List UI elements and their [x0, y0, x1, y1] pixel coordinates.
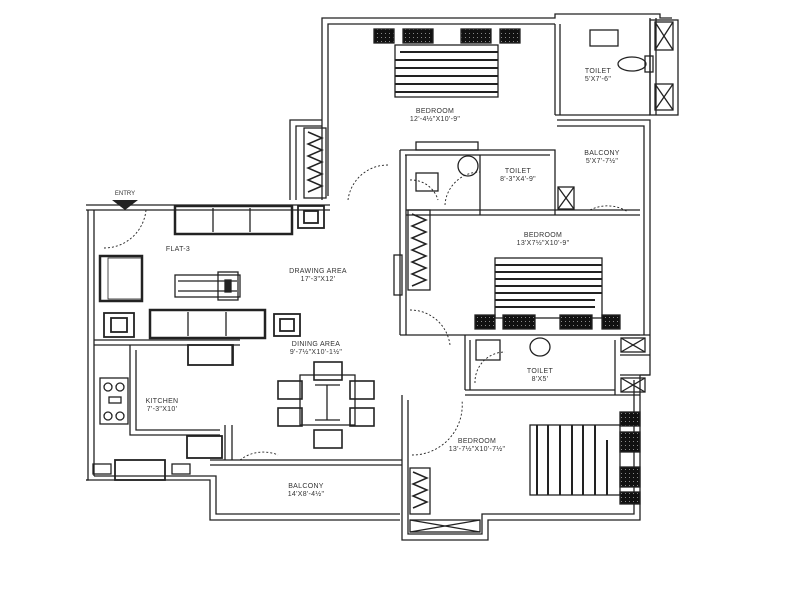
room-dims: 9'-7½"X10'-1½" — [289, 349, 343, 356]
room-name: BALCONY — [288, 483, 324, 490]
room-toilet-1: TOILET 5'X7'-6" — [585, 68, 611, 84]
room-name: DRAWING AREA — [289, 268, 347, 275]
room-name: DINING AREA — [291, 341, 341, 348]
sofa-bottom — [148, 308, 267, 340]
room-dims: 8'-3"X4'-9" — [500, 176, 536, 183]
room-name: BEDROOM — [415, 108, 455, 115]
room-bedroom-3: BEDROOM 13'-7½"X10'-7½" — [449, 438, 506, 454]
room-toilet-3: TOILET 8'X5' — [527, 368, 553, 384]
room-bedroom-2: BEDROOM 13'X7½"X10'-9" — [517, 232, 570, 248]
toilet-fixtures — [409, 21, 674, 533]
room-name: TOILET — [504, 168, 532, 175]
room-toilet-2: TOILET 8'-3"X4'-9" — [500, 168, 536, 184]
room-dims: 8'X5' — [531, 376, 549, 383]
room-name: KITCHEN — [145, 398, 179, 405]
entry-arrow-icon — [112, 200, 138, 210]
bed-3 — [529, 411, 641, 505]
room-name: TOILET — [526, 368, 554, 375]
side-tables — [103, 205, 325, 338]
room-dims: 14'X8'-4½" — [287, 491, 325, 498]
door-swings — [103, 164, 629, 461]
room-dining-area: DINING AREA 9'-7½"X10'-1½" — [290, 341, 342, 357]
room-name: TOILET — [584, 68, 612, 75]
room-name: BALCONY — [584, 150, 620, 157]
room-dims: 13'-7½"X10'-7½" — [448, 446, 506, 453]
room-name: BEDROOM — [457, 438, 497, 445]
sofa-top — [173, 204, 294, 236]
internal-walls — [94, 24, 650, 466]
room-dims: 7'-3"X10' — [146, 406, 178, 413]
room-dims: 13'X7½"X10'-9" — [516, 240, 570, 247]
wardrobe-3 — [409, 467, 431, 515]
room-bedroom-1: BEDROOM 12'-4½"X10'-9" — [410, 108, 460, 124]
coffee-table — [174, 271, 241, 301]
room-balcony-2: BALCONY 14'X8'-4½" — [288, 483, 325, 499]
bed-1 — [373, 28, 521, 98]
window-drawing — [393, 254, 403, 296]
kitchen-fixtures — [92, 344, 234, 481]
sofa-left — [98, 254, 144, 303]
room-dims: 5'X7'-7½" — [585, 158, 619, 165]
room-drawing-area: DRAWING AREA 17'-3"X12' — [289, 268, 347, 284]
wardrobe-1 — [303, 127, 327, 199]
room-dims: 12'-4½"X10'-9" — [409, 116, 461, 123]
room-dims: 5'X7'-6" — [584, 76, 612, 83]
dining-table — [277, 361, 375, 449]
entry-label: ENTRY — [114, 191, 136, 197]
room-name: BEDROOM — [523, 232, 563, 239]
wardrobe-2 — [407, 209, 431, 291]
room-balcony-1: BALCONY 5'X7'-7½" — [584, 150, 620, 166]
bed-2 — [474, 257, 621, 330]
room-dims: 17'-3"X12' — [300, 276, 336, 283]
flat-label: FLAT-3 — [165, 246, 191, 253]
dresser-1 — [415, 141, 479, 151]
room-kitchen: KITCHEN 7'-3"X10' — [146, 398, 179, 414]
